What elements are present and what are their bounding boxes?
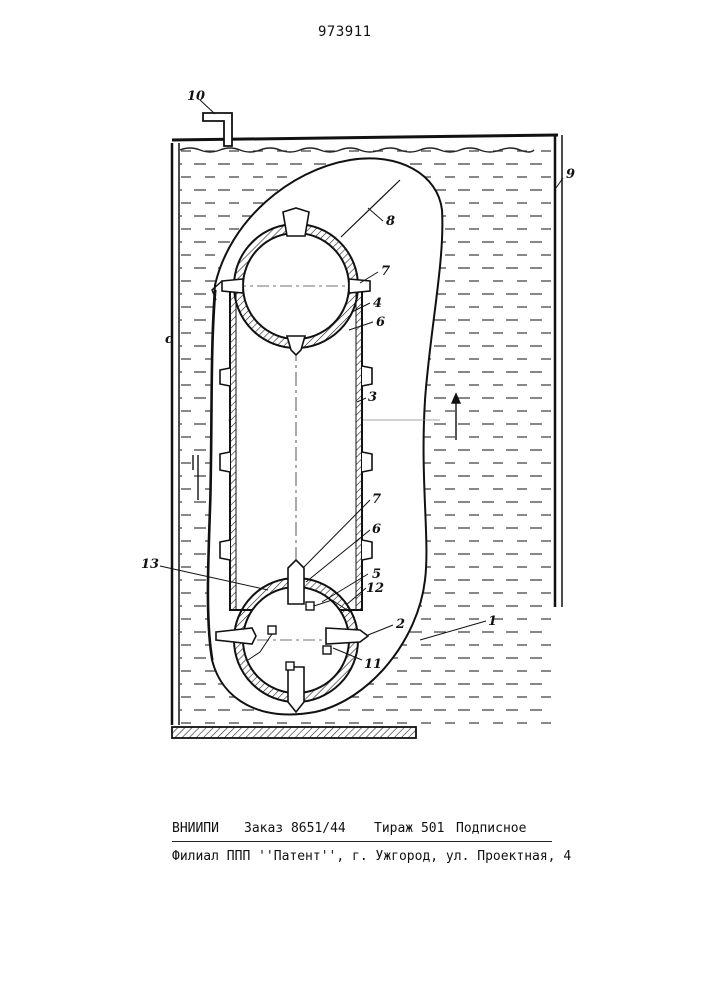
label-1: 1 [488, 614, 497, 629]
label-9: 9 [566, 167, 575, 182]
footer-subscription: Подписное [456, 821, 526, 836]
label-7b: 7 [372, 492, 381, 507]
footer-org: ВНИИПИ [172, 821, 219, 836]
label-7a: 7 [381, 264, 390, 279]
label-3: 3 [368, 390, 377, 405]
footer-circulation: Тираж 501 [374, 821, 444, 836]
label-5: 5 [372, 567, 381, 582]
label-6b: 6 [372, 522, 381, 537]
label-13: 13 [141, 557, 159, 572]
footer-branch: Филиал ППП ''Патент'', г. Ужгород, ул. П… [172, 849, 571, 864]
outlet-pipe [203, 113, 232, 146]
label-12: 12 [366, 581, 384, 596]
label-2: 2 [395, 617, 405, 632]
base-plate [172, 727, 416, 738]
label-8: 8 [386, 214, 395, 229]
footer-order: Заказ 8651/44 [244, 821, 346, 836]
label-4: 4 [373, 296, 382, 311]
footer-divider [172, 841, 552, 842]
label-11: 11 [364, 657, 382, 672]
label-10: 10 [187, 89, 205, 104]
label-6a: 6 [376, 315, 385, 330]
label-c: c [165, 332, 173, 347]
